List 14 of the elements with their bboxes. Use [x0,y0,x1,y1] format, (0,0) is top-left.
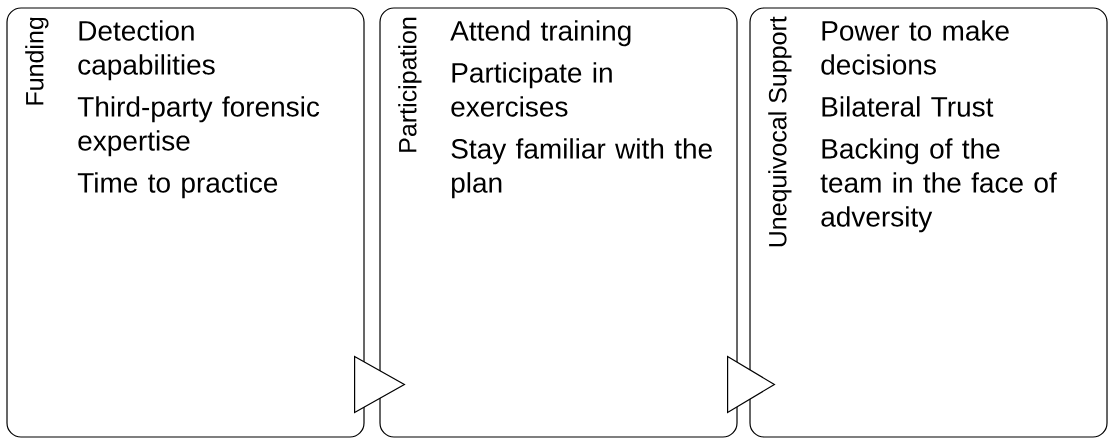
list-item: Third-party forensic expertise [77,96,320,157]
arrow [727,355,776,414]
heading-text: Funding [25,17,49,105]
list-item: Stay familiar with the plan [451,138,712,199]
arrow [354,355,406,414]
list-item: Participate in exercises [451,62,612,117]
list-item: Bilateral Trust [822,96,994,117]
list-item: Time to practice [77,172,278,199]
list-item: Attend training [450,20,631,47]
heading-text: Participation [398,17,422,152]
list-item: Detection capabilities [78,20,215,81]
list-item: Backing of the team in the face of adversity [820,138,1057,233]
heading-text: Unequivocal Support [768,16,792,247]
list-item: Power to make decisions [821,20,1009,75]
